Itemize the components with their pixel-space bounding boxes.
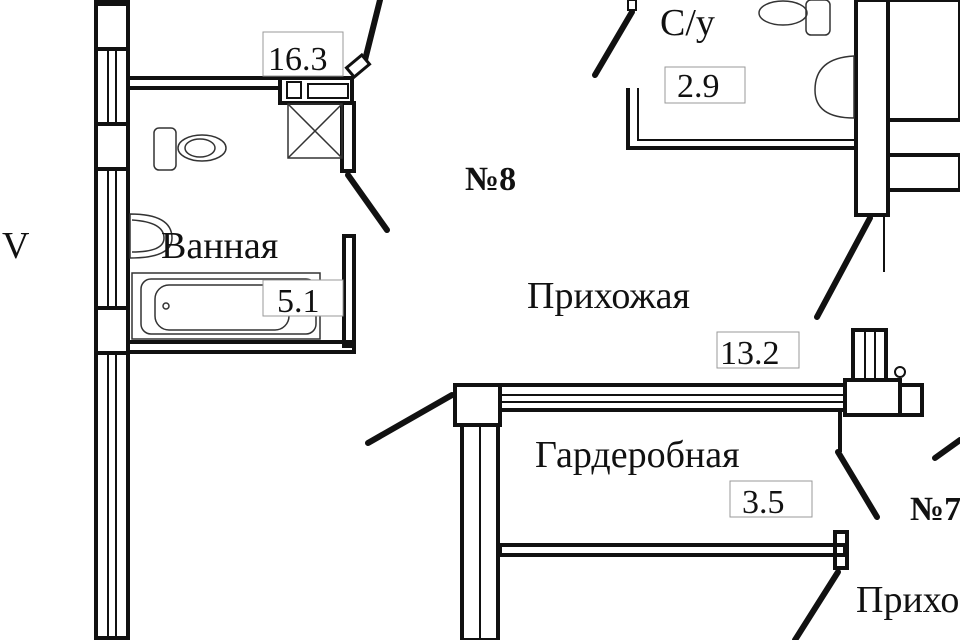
room-name-wc: С/у [660,2,715,44]
room-area-bathroom: 5.1 [277,283,320,320]
neighbor-apartment-number: №7 [910,491,960,528]
room-name-hall: Прихожая [527,275,690,317]
wc-walls [626,0,960,272]
wc-toilet-icon [758,0,831,36]
room-name-neighbor-hall: Прихо [856,579,959,621]
side-mark: V [2,225,30,267]
door-neighbor [932,437,960,461]
room-area-wc: 2.9 [677,68,720,105]
bathroom-walls [126,76,356,354]
door-wardrobe-left [365,392,455,446]
wc-sink-icon [814,55,855,119]
toilet-icon [153,127,227,171]
room-name-wardrobe: Гардеробная [535,434,740,476]
room-name-bathroom: Ванная [161,225,278,267]
room-area-hall: 13.2 [720,335,780,372]
apartment-number: №8 [465,161,516,198]
door-hall-lower [792,569,841,640]
sink-icon [129,213,173,259]
door-bathroom [345,172,390,233]
door-wardrobe [835,449,880,520]
shower-cabin [287,103,343,159]
door-wc [592,9,635,78]
outer-wall-left [94,0,130,640]
room-area-wardrobe: 3.5 [742,484,785,521]
room-area-living: 16.3 [268,41,328,78]
door-entrance [814,215,873,320]
door-living-room [362,0,383,63]
wardrobe-walls [453,328,924,640]
